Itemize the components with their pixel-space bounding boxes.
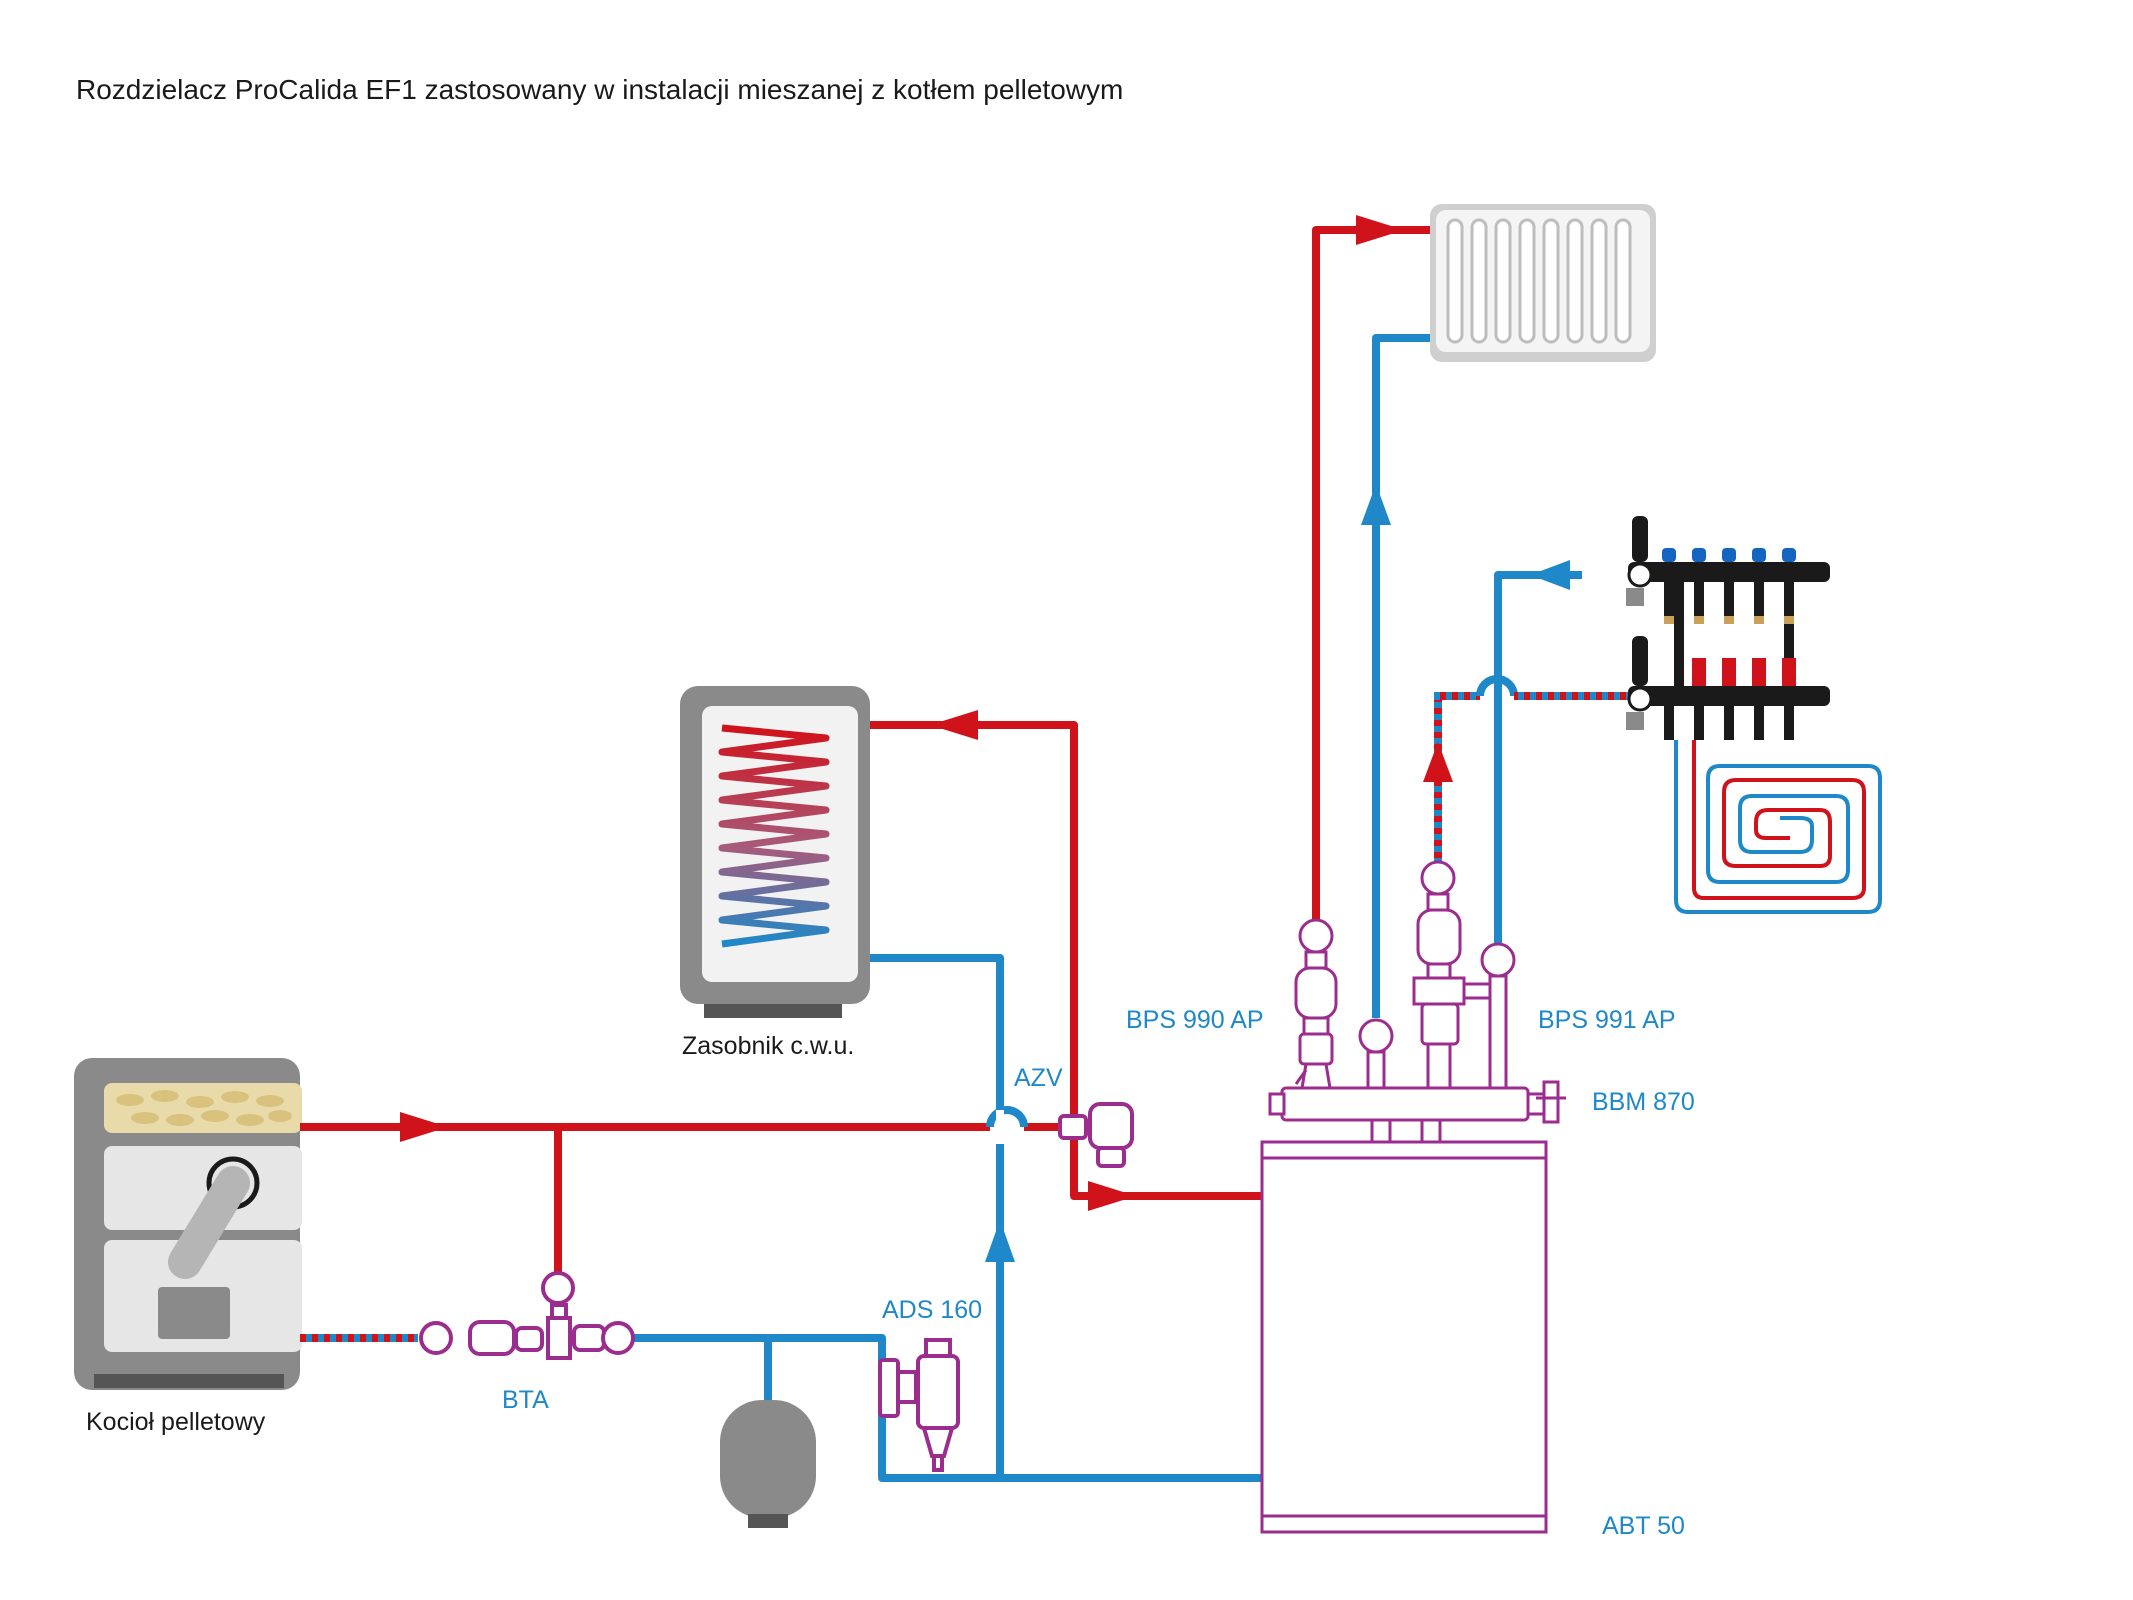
bta-valve-group <box>419 1271 635 1360</box>
label-azv: AZV <box>1014 1064 1063 1092</box>
label-ads-160: ADS 160 <box>882 1296 983 1324</box>
dhw-tank <box>680 686 870 1018</box>
bbm-870-manifold <box>1268 1080 1566 1124</box>
pipe-crossover-azv <box>986 1106 1028 1128</box>
label-abt-50: ABT 50 <box>1602 1512 1685 1540</box>
bps-990-pump-group <box>1294 918 1394 1090</box>
label-boiler: Kocioł pelletowy <box>86 1408 266 1436</box>
label-bbm-870: BBM 870 <box>1592 1088 1695 1116</box>
mixed-pipe-ufh-horizontal <box>1434 692 1480 700</box>
underfloor-manifold <box>1626 516 1830 740</box>
underfloor-heating-loop <box>1674 740 1882 914</box>
radiator <box>1430 204 1656 362</box>
pellet-boiler <box>74 1058 302 1390</box>
abt-50-buffer <box>1260 1118 1548 1534</box>
flow-arrows <box>400 215 1570 1262</box>
mixed-pipe-boiler <box>300 1334 418 1342</box>
label-bps-991: BPS 991 AP <box>1538 1006 1676 1034</box>
azv-valve <box>1058 1102 1134 1168</box>
label-bta: BTA <box>502 1386 549 1414</box>
page-title: Rozdzielacz ProCalida EF1 zastosowany w … <box>76 74 1124 105</box>
label-bps-990: BPS 990 AP <box>1126 1006 1264 1034</box>
mixed-pipe-ufh-supply <box>1434 692 1442 932</box>
ads-160-separator <box>878 1338 960 1472</box>
label-dhw-tank: Zasobnik c.w.u. <box>682 1032 855 1060</box>
bps-991-pump-group <box>1412 860 1516 1090</box>
